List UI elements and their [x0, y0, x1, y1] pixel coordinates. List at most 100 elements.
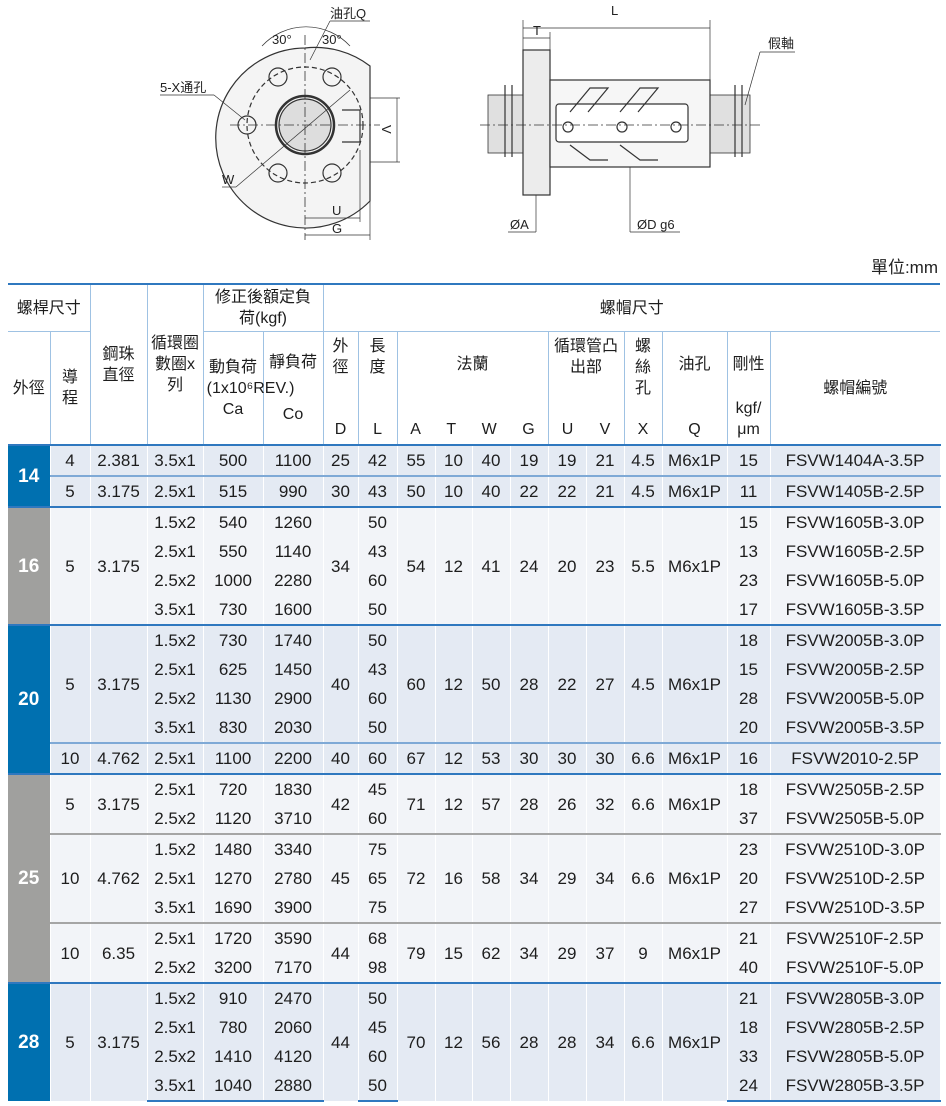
circuits: 2.5x2 — [146, 804, 204, 834]
nut-code: FSVW2505B-2.5P — [769, 773, 941, 804]
rigidity: 11 — [726, 475, 771, 507]
static-load: 1140 — [262, 537, 324, 566]
nut-length-l: 60 — [357, 804, 398, 834]
dim-a: 55 — [396, 444, 436, 476]
ball-dia: 4.762 — [89, 742, 148, 774]
label-through-hole: 5-X通孔 — [160, 80, 206, 95]
nut-dia-d: 42 — [322, 773, 359, 834]
dim-t: 12 — [434, 773, 473, 834]
rigidity: 18 — [726, 624, 771, 655]
static-load: 2280 — [262, 566, 324, 595]
nut-length-l: 45 — [357, 1013, 398, 1042]
static-load: 3900 — [262, 893, 324, 923]
dim-t: 10 — [434, 475, 473, 507]
static-load: 7170 — [262, 953, 324, 983]
dim-w: 41 — [471, 506, 511, 625]
dim-a: 50 — [396, 475, 436, 507]
dim-u: 19 — [547, 444, 587, 476]
header-dyn-load: 動負荷(1x10⁶REV.)Ca — [202, 331, 294, 446]
dim-w: 53 — [471, 742, 511, 774]
dim-v: 37 — [585, 922, 625, 983]
dim-u: 29 — [547, 922, 587, 983]
nut-code: FSVW1605B-3.0P — [769, 506, 941, 537]
label-oil-hole: 油孔Q — [330, 6, 366, 21]
dynamic-load: 3200 — [202, 953, 264, 983]
dim-x: 5.5 — [623, 506, 663, 625]
lead: 5 — [49, 773, 91, 834]
static-load: 1830 — [262, 773, 324, 804]
dim-g: 30 — [509, 742, 549, 774]
nut-length-l: 43 — [357, 475, 398, 507]
nut-dia-d: 25 — [322, 444, 359, 476]
dim-q: M6x1P — [661, 773, 728, 834]
dim-w: 40 — [471, 444, 511, 476]
dynamic-load: 625 — [202, 655, 264, 684]
dim-t: 16 — [434, 833, 473, 923]
static-load: 4120 — [262, 1042, 324, 1071]
nut-code: FSVW1605B-2.5P — [769, 537, 941, 566]
nut-length-l: 75 — [357, 893, 398, 923]
nut-length-l: 50 — [357, 982, 398, 1013]
ball-dia: 6.35 — [89, 922, 148, 983]
dim-x: 6.6 — [623, 742, 663, 774]
circuits: 2.5x1 — [146, 773, 204, 804]
label-dummy-shaft: 假軸 — [768, 36, 794, 51]
ball-dia: 4.762 — [89, 833, 148, 923]
header-nut-code: 螺帽編號 — [769, 331, 941, 446]
dim-t: 12 — [434, 982, 473, 1101]
nut-length-l: 50 — [357, 624, 398, 655]
dim-q: M6x1P — [661, 444, 728, 476]
rigidity: 24 — [726, 1071, 771, 1102]
dynamic-load: 515 — [202, 475, 264, 507]
screw-od: 25 — [8, 773, 51, 983]
dynamic-load: 780 — [202, 1013, 264, 1042]
dim-a: 54 — [396, 506, 436, 625]
rigidity: 21 — [726, 922, 771, 953]
lead: 10 — [49, 742, 91, 774]
label-l: L — [611, 3, 618, 18]
nut-code: FSVW2505B-5.0P — [769, 804, 941, 834]
circuits: 2.5x2 — [146, 953, 204, 983]
dim-q: M6x1P — [661, 982, 728, 1101]
circuits: 2.5x2 — [146, 566, 204, 595]
rigidity: 23 — [726, 833, 771, 864]
static-load: 3340 — [262, 833, 324, 864]
rigidity: 18 — [726, 1013, 771, 1042]
dim-t: 12 — [434, 624, 473, 743]
lead: 5 — [49, 506, 91, 625]
header-load-rating: 修正後額定負荷(kgf) — [202, 283, 324, 332]
dim-q: M6x1P — [661, 624, 728, 743]
circuits: 2.5x1 — [146, 742, 204, 774]
circuits: 2.5x1 — [146, 655, 204, 684]
nut-code: FSVW2510D-3.0P — [769, 833, 941, 864]
dim-t: 12 — [434, 742, 473, 774]
nut-dia-d: 44 — [322, 922, 359, 983]
nut-code: FSVW1605B-5.0P — [769, 566, 941, 595]
screw-od: 28 — [8, 982, 51, 1101]
rigidity: 17 — [726, 595, 771, 625]
dim-v: 21 — [585, 475, 625, 507]
lead: 5 — [49, 475, 91, 507]
lead: 5 — [49, 624, 91, 743]
circuits: 3.5x1 — [146, 713, 204, 743]
dim-u: 26 — [547, 773, 587, 834]
dim-x: 4.5 — [623, 444, 663, 476]
rigidity: 15 — [726, 655, 771, 684]
front-view — [160, 20, 400, 240]
nut-code: FSVW2510D-3.5P — [769, 893, 941, 923]
dim-x: 9 — [623, 922, 663, 983]
nut-code: FSVW1405B-2.5P — [769, 475, 941, 507]
dim-x: 6.6 — [623, 773, 663, 834]
dim-a: 67 — [396, 742, 436, 774]
static-load: 2030 — [262, 713, 324, 743]
nut-code: FSVW2805B-3.0P — [769, 982, 941, 1013]
nut-code: FSVW1605B-3.5P — [769, 595, 941, 625]
circuits: 3.5x1 — [146, 1071, 204, 1102]
nut-length-l: 60 — [357, 566, 398, 595]
